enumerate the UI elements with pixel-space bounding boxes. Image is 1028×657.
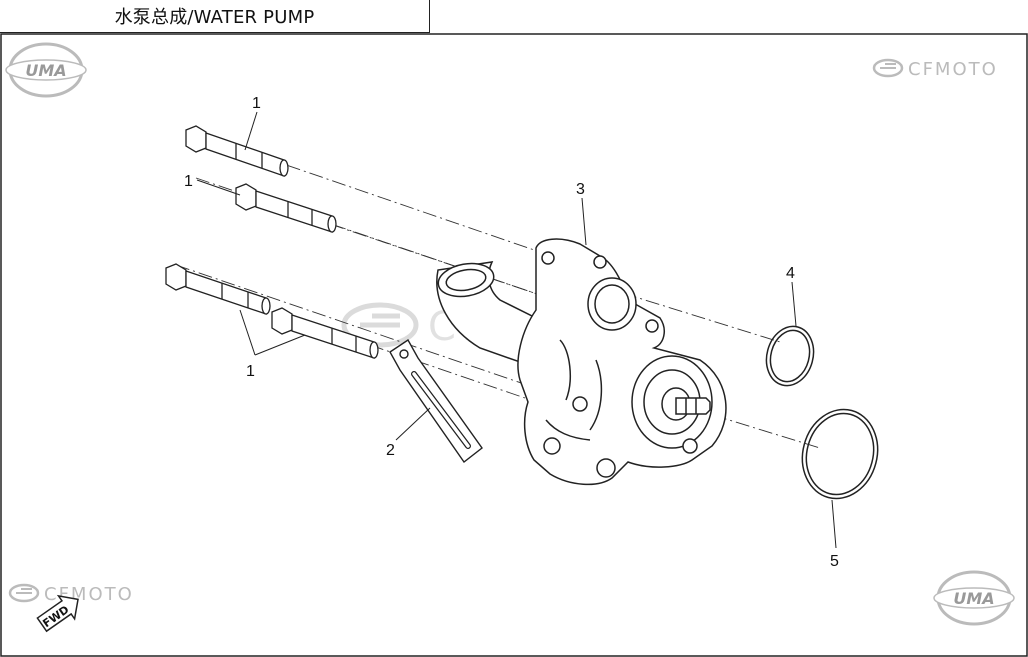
o-ring-small	[765, 325, 815, 387]
callout-1-middle: 1	[184, 173, 193, 190]
leader-lines	[196, 111, 837, 549]
callout-1-upper: 1	[252, 95, 261, 112]
cfmoto-logo-top-right: CFMOTO	[872, 58, 998, 80]
bracket-plate	[389, 338, 483, 464]
bolt-middle	[235, 183, 337, 233]
svg-text:CFMOTO: CFMOTO	[44, 584, 134, 605]
bolt-lower-right	[271, 307, 379, 359]
title-box: 水泵总成/WATER PUMP	[0, 0, 430, 33]
bolt-lower-left	[165, 263, 271, 315]
callout-1-lower: 1	[246, 363, 255, 380]
svg-text:UMA: UMA	[25, 61, 66, 80]
bolt-upper	[185, 125, 289, 177]
callout-5: 5	[830, 553, 839, 570]
uma-logo-top-left: UMA	[5, 42, 87, 98]
uma-logo-bottom-right: UMA	[933, 570, 1015, 626]
callout-labels: 1 1 1 2 3 4 5	[184, 95, 839, 570]
o-ring-large	[801, 408, 879, 500]
water-pump-body	[436, 238, 727, 486]
svg-text:UMA: UMA	[953, 589, 994, 608]
page-title: 水泵总成/WATER PUMP	[114, 7, 315, 28]
callout-2: 2	[386, 442, 395, 459]
diagram-border	[0, 33, 1028, 657]
callout-3: 3	[576, 181, 585, 198]
svg-text:CFMOTO: CFMOTO	[908, 59, 998, 80]
callout-4: 4	[786, 265, 795, 282]
